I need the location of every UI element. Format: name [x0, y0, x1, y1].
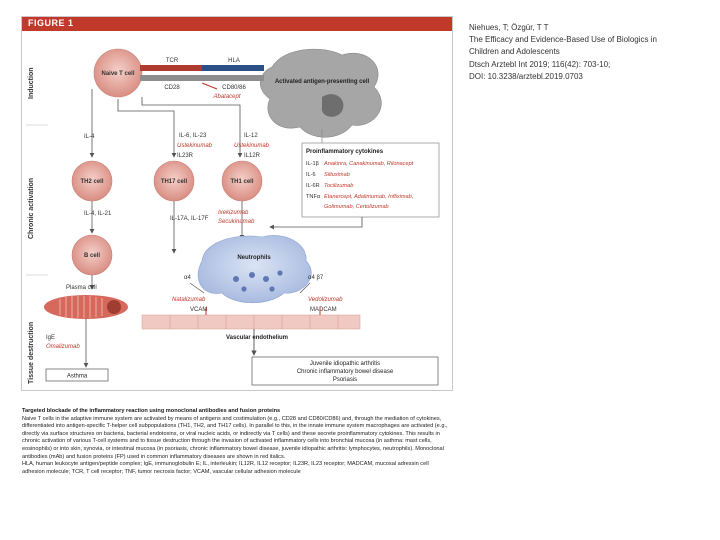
il4-label: IL-4	[84, 134, 95, 140]
naive-t-cell-label: Naive T cell	[101, 71, 134, 77]
cd28-label: CD28	[164, 85, 180, 91]
disease-2: Psoriasis	[333, 377, 357, 383]
caption-abbreviations: HLA, human leukocyte antigen/peptide com…	[22, 461, 429, 475]
immune-diagram: Naive T cell Activated antigen-presentin…	[26, 48, 440, 386]
caption-body: Naive T cells in the adaptive immune sys…	[22, 415, 448, 460]
cytokine-box: Proinflammatory cytokines IL-1β Anakinra…	[301, 142, 440, 218]
disease-1: Chronic inflammatory bowel disease	[297, 369, 394, 375]
cytokine-name-1: IL-6	[306, 172, 316, 178]
th17-label: TH17 cell	[161, 179, 188, 185]
asthma-box	[45, 368, 109, 382]
cytokine-name-0: IL-1β	[306, 161, 319, 167]
figure-panel: FIGURE 1 Induction Chronic activation Ti…	[21, 16, 453, 391]
cytokine-drugs-2: Tocilizumab	[324, 183, 353, 189]
figure-label: FIGURE 1	[28, 18, 74, 28]
cytokine-drugs-4: Golimumab, Certolizumab	[324, 204, 389, 210]
citation-authors: Niehues, T; Özgür, T T	[469, 23, 549, 32]
naive-t-cell: Naive T cell	[93, 48, 143, 98]
ustekinumab-label-2: Ustekinumab	[234, 143, 270, 149]
neutrophils-cluster: Neutrophils	[197, 235, 312, 304]
ige-label: IgE	[46, 335, 55, 341]
a4-label: α4	[184, 275, 191, 281]
il4-il21-label: IL-4, IL-21	[84, 211, 112, 217]
asthma-label: Asthma	[67, 374, 88, 380]
citation-doi: DOI: 10.3238/arztebl.2019.0703	[469, 71, 583, 81]
th1-label: TH1 cell	[230, 179, 253, 185]
abatacept-label: Abatacept	[212, 94, 240, 100]
vedolizumab-label: Vedolizumab	[308, 297, 343, 303]
cytokine-drugs-0: Anakinra, Canakinumab, Rilonacept	[323, 161, 414, 167]
caption-title: Targeted blockade of the inflammatory re…	[22, 408, 281, 414]
vcam-label: VCAM	[190, 307, 207, 313]
citation-block: Niehues, T; Özgür, T T The Efficacy and …	[469, 22, 704, 83]
secukinumab-label: Secukinumab	[218, 219, 255, 225]
b-cell: B cell	[71, 234, 113, 276]
b-cell-label: B cell	[84, 253, 100, 259]
citation-journal: Dtsch Arztebl Int 2019; 116(42): 703-10;	[469, 59, 611, 69]
vascular-endothelium: Vascular endothelium	[141, 307, 361, 341]
ustekinumab-label-1: Ustekinumab	[177, 143, 213, 149]
th1-cell: TH1 cell	[221, 160, 263, 202]
neutrophils-label: Neutrophils	[237, 255, 271, 261]
diseases-box: Juvenile idiopathic arthritis Chronic in…	[251, 356, 439, 386]
th2-cell: TH2 cell	[71, 160, 113, 202]
cytokine-name-3: TNFα	[306, 194, 321, 200]
figure-header: FIGURE 1	[22, 17, 452, 31]
figure-caption: Targeted blockade of the inflammatory re…	[22, 408, 452, 476]
il17a-label: IL-17A, IL-17F	[170, 216, 209, 222]
omalizumab-label: Omalizumab	[46, 344, 80, 350]
il6-il23-label: IL-6, IL-23	[179, 133, 207, 139]
il23r-label: IL23R	[177, 153, 194, 159]
madcam-label: MADCAM	[310, 307, 337, 313]
th-arrows	[89, 201, 245, 254]
cytokine-title: Proinflammatory cytokines	[306, 149, 384, 155]
differentiation-arrows	[89, 89, 243, 158]
il12r-label: IL12R	[244, 153, 261, 159]
cytokine-drugs-1: Siltuximab	[324, 172, 350, 178]
cd80-86-label: CD80/86	[222, 85, 246, 91]
apc-label: Activated antigen-presenting cell	[275, 79, 370, 85]
disease-0: Juvenile idiopathic arthritis	[310, 361, 380, 367]
plasma-cell: Plasma cell	[44, 285, 128, 319]
natalizumab-label: Natalizumab	[172, 297, 206, 303]
th17-cell: TH17 cell	[153, 160, 195, 202]
citation-title-line2: Children and Adolescents	[469, 47, 560, 57]
cytokine-name-2: IL-6R	[306, 183, 320, 189]
citation-title-line1: The Efficacy and Evidence-Based Use of B…	[469, 35, 657, 45]
a4b7-label: α4 β7	[308, 275, 324, 281]
tcr-label: TCR	[166, 58, 179, 64]
hla-label: HLA	[228, 58, 240, 64]
apc-cell: Activated antigen-presenting cell	[260, 48, 382, 138]
il12-label: IL-12	[244, 133, 258, 139]
ixekizumab-label: Ixekizumab	[218, 210, 249, 216]
plasma-cell-label: Plasma cell	[66, 285, 97, 291]
tcr-hla-complex: TCR HLA CD28 CD80/86 Abatacept	[140, 58, 264, 100]
cytokine-drugs-3: Etanercept, Adalimumab, Infliximab,	[324, 194, 413, 200]
th2-label: TH2 cell	[80, 179, 103, 185]
vascular-label: Vascular endothelium	[226, 335, 288, 341]
